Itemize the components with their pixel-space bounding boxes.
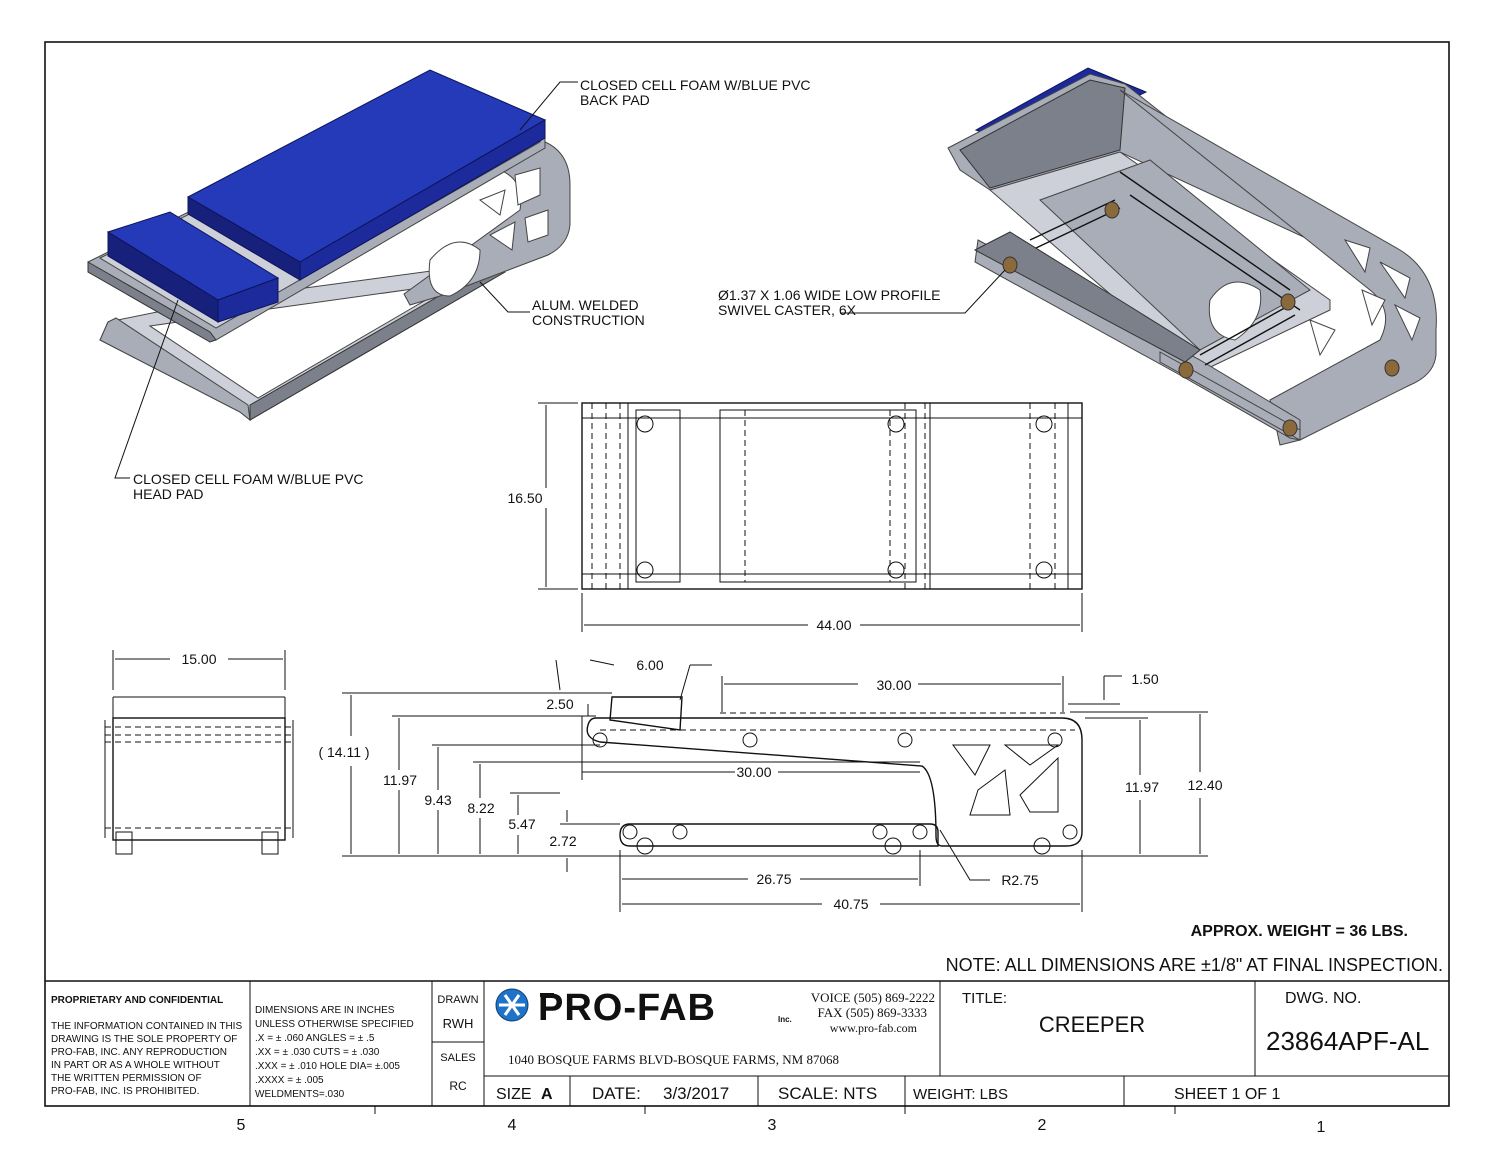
- svg-text:.X = ± .060 ANGLES = ± .: .X = ± .060 ANGLES = ± .5: [255, 1033, 375, 1044]
- caster-1: [1002, 256, 1018, 274]
- top-view: [538, 402, 1083, 632]
- svg-text:30.00: 30.00: [876, 677, 911, 693]
- svg-text:9.43: 9.43: [424, 792, 451, 808]
- dwg-no: 23864APF-AL: [1266, 1026, 1429, 1056]
- svg-text:8.22: 8.22: [467, 800, 494, 816]
- svg-text:11.97: 11.97: [383, 772, 417, 788]
- svg-text:CLOSED CELL FOAM W/BLUE PVC: CLOSED CELL FOAM W/BLUE PVC: [580, 77, 811, 93]
- svg-text:5.47: 5.47: [508, 816, 535, 832]
- svg-text:26.75: 26.75: [756, 871, 791, 887]
- svg-text:.XXX = ± .010 HOLE DIA= ±.00: .XXX = ± .010 HOLE DIA= ±.005: [255, 1061, 400, 1072]
- title-block: [45, 980, 1449, 1106]
- side-view: [342, 659, 1208, 912]
- drawn-by: RWH: [443, 1016, 474, 1031]
- side-view-dimension-labels: 6.00 30.00 1.50 2.50 ( 14.11 ) 11.97 9.4…: [318, 657, 1222, 912]
- size-value: A: [541, 1086, 553, 1103]
- svg-text:5: 5: [237, 1117, 246, 1134]
- callout-caster: Ø1.37 X 1.06 WIDE LOW PROFILE SWIVEL CAS…: [718, 287, 941, 318]
- size-label: SIZE: [496, 1086, 532, 1103]
- svg-text:12.40: 12.40: [1187, 777, 1222, 793]
- dim-end-width: 15.00: [181, 651, 216, 667]
- svg-text:DIMENSIONS ARE IN INCHES: DIMENSIONS ARE IN INCHES: [255, 1005, 395, 1016]
- svg-text:BACK PAD: BACK PAD: [580, 92, 650, 108]
- svg-text:Ø1.37 X 1.06 WIDE LOW PROFILE: Ø1.37 X 1.06 WIDE LOW PROFILE: [718, 287, 941, 303]
- proprietary-notice: PROPRIETARY AND CONFIDENTIAL THE INFORMA…: [51, 995, 242, 1097]
- svg-text:ALUM. WELDED: ALUM. WELDED: [532, 297, 639, 313]
- company-fax: FAX (505) 869-3333: [817, 1005, 927, 1020]
- svg-text:DRAWING IS THE SOLE PROPERTY O: DRAWING IS THE SOLE PROPERTY OF: [51, 1034, 237, 1045]
- pro-fab-logo-icon: [495, 988, 554, 1022]
- svg-text:30.00: 30.00: [736, 764, 771, 780]
- company-suffix: Inc.: [778, 1015, 792, 1024]
- caster-3: [1178, 361, 1194, 379]
- tolerance-table: DIMENSIONS ARE IN INCHES UNLESS OTHERWIS…: [255, 1005, 414, 1100]
- svg-text:2.50: 2.50: [546, 696, 573, 712]
- svg-text:1.50: 1.50: [1131, 671, 1158, 687]
- svg-text:3: 3: [768, 1117, 777, 1134]
- sheet-value: SHEET 1 OF 1: [1174, 1086, 1281, 1103]
- svg-text:THE WRITTEN PERMISSION OF: THE WRITTEN PERMISSION OF: [51, 1073, 202, 1084]
- sales-by: RC: [449, 1079, 467, 1093]
- svg-text:PROPRIETARY AND CONFIDENTIAL: PROPRIETARY AND CONFIDENTIAL: [51, 995, 223, 1006]
- date-label: DATE:: [592, 1084, 641, 1103]
- title-label: TITLE:: [962, 990, 1007, 1007]
- caster-4: [1280, 293, 1296, 311]
- dim-top-length: 44.00: [816, 617, 851, 633]
- svg-text:PRO-FAB, INC. IS PROHIBITED.: PRO-FAB, INC. IS PROHIBITED.: [51, 1086, 199, 1097]
- svg-text:THE INFORMATION CONTAINED IN T: THE INFORMATION CONTAINED IN THIS: [51, 1021, 242, 1032]
- sales-label: SALES: [440, 1052, 475, 1064]
- svg-text:.XX = ± .030 CUTS = ± .03: .XX = ± .030 CUTS = ± .030: [255, 1047, 380, 1058]
- svg-text:11.97: 11.97: [1125, 779, 1159, 795]
- svg-text:CLOSED CELL FOAM W/BLUE PVC: CLOSED CELL FOAM W/BLUE PVC: [133, 471, 364, 487]
- company-voice: VOICE (505) 869-2222: [811, 990, 935, 1005]
- caster-5: [1282, 419, 1298, 437]
- svg-text:2: 2: [1038, 1117, 1047, 1134]
- isometric-view-underside: [840, 67, 1437, 446]
- caster-2: [1104, 201, 1120, 219]
- svg-text:2.72: 2.72: [549, 833, 576, 849]
- company-web: www.pro-fab.com: [830, 1021, 918, 1035]
- caster-6: [1384, 359, 1400, 377]
- weight-value: WEIGHT: LBS: [913, 1086, 1008, 1103]
- svg-text:PRO-FAB, INC. ANY REPRODUCTIO: PRO-FAB, INC. ANY REPRODUCTION: [51, 1047, 227, 1058]
- svg-text:UNLESS OTHERWISE SPECIFIED: UNLESS OTHERWISE SPECIFIED: [255, 1019, 414, 1030]
- svg-text:40.75: 40.75: [833, 896, 868, 912]
- dwg-no-label: DWG. NO.: [1285, 990, 1361, 1007]
- svg-text:( 14.11 ): ( 14.11 ): [318, 744, 369, 760]
- company-address: 1040 BOSQUE FARMS BLVD-BOSQUE FARMS, NM …: [508, 1052, 839, 1067]
- svg-text:.XXXX = ± .005: .XXXX = ± .005: [255, 1075, 324, 1086]
- svg-text:6.00: 6.00: [636, 657, 663, 673]
- callout-head-pad: CLOSED CELL FOAM W/BLUE PVC HEAD PAD: [133, 471, 364, 502]
- weight-note: APPROX. WEIGHT = 36 LBS.: [1191, 923, 1408, 940]
- svg-text:4: 4: [508, 1117, 517, 1134]
- svg-text:SWIVEL CASTER, 6X: SWIVEL CASTER, 6X: [718, 302, 857, 318]
- dim-top-height: 16.50: [507, 490, 542, 506]
- callout-welded-construction: ALUM. WELDED CONSTRUCTION: [532, 297, 645, 328]
- callout-back-pad: CLOSED CELL FOAM W/BLUE PVC BACK PAD: [580, 77, 811, 108]
- scale-value: SCALE: NTS: [778, 1084, 877, 1103]
- sheet-border: [44, 41, 1450, 1107]
- drawn-label: DRAWN: [437, 994, 478, 1006]
- svg-text:HEAD PAD: HEAD PAD: [133, 486, 204, 502]
- svg-text:1: 1: [1317, 1119, 1326, 1136]
- svg-text:R2.75: R2.75: [1001, 872, 1039, 888]
- end-view: [104, 650, 294, 855]
- svg-text:CONSTRUCTION: CONSTRUCTION: [532, 312, 645, 328]
- tolerance-note: NOTE: ALL DIMENSIONS ARE ±1/8" AT FINAL …: [946, 955, 1443, 975]
- drawing-title: CREEPER: [1039, 1012, 1145, 1037]
- svg-text:IN PART OR AS A WHOLE WITHOUT: IN PART OR AS A WHOLE WITHOUT: [51, 1060, 220, 1071]
- company-name: PRO-FAB: [538, 987, 716, 1029]
- date-value: 3/3/2017: [663, 1084, 729, 1103]
- zone-markers: 5 4 3 2 1: [237, 1106, 1326, 1136]
- isometric-view-top: [87, 69, 578, 479]
- svg-text:WELDMENTS=.030: WELDMENTS=.030: [255, 1089, 345, 1100]
